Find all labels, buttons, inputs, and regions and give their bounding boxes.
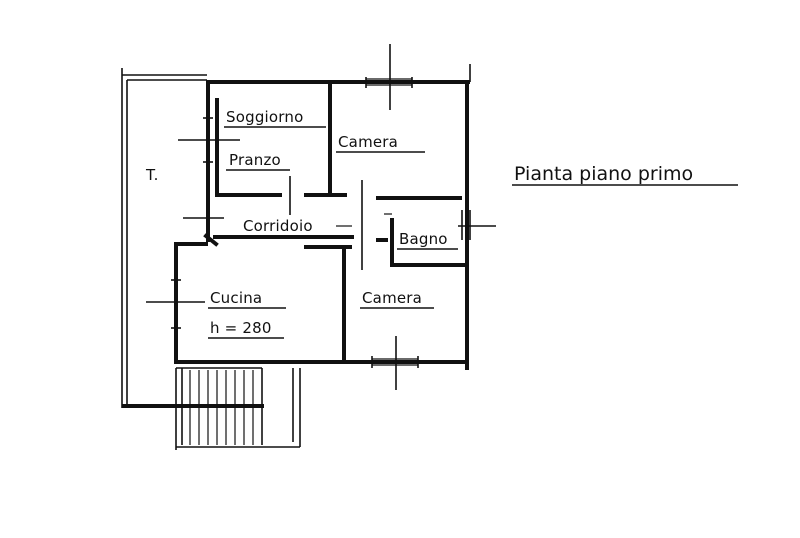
drawing-title: Pianta piano primo (514, 163, 693, 185)
interior-walls (203, 80, 467, 360)
stair (175, 367, 301, 450)
room-label-terrace: T. (145, 166, 159, 184)
terrace-outline (121, 74, 264, 408)
room-label-soggiorno: Soggiorno (226, 108, 303, 126)
room-label-pranzo: Pranzo (229, 151, 281, 169)
room-label-camera-top: Camera (338, 133, 398, 151)
room-label-corridoio: Corridoio (243, 217, 313, 235)
window-marks (146, 44, 496, 390)
room-label-cucina-height: h = 280 (210, 319, 272, 337)
room-label-camera-bottom: Camera (362, 289, 422, 307)
room-label-bagno: Bagno (399, 230, 448, 248)
room-label-cucina: Cucina (210, 289, 262, 307)
